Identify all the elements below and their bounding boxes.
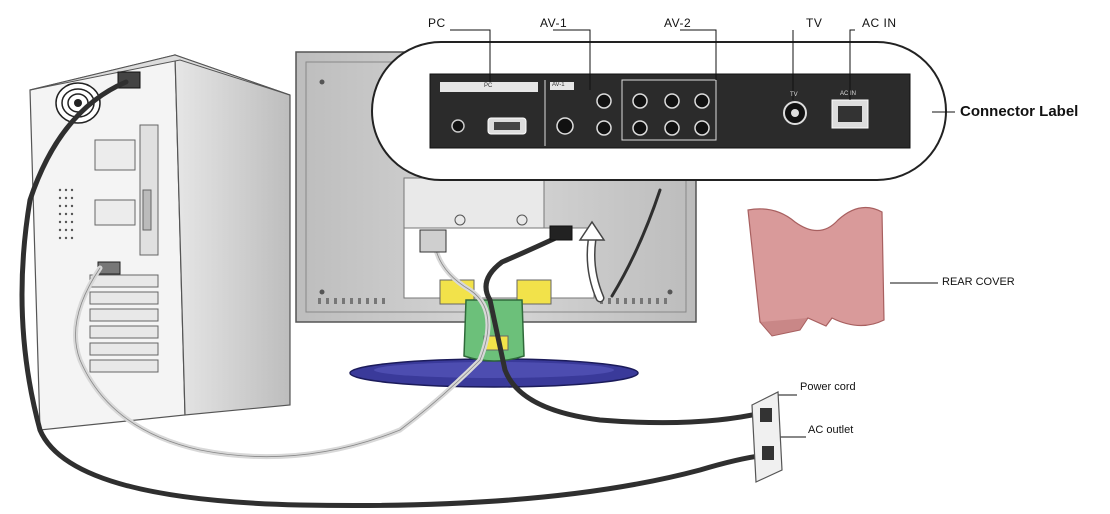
av1-audio-port-icon xyxy=(596,120,612,136)
svideo-port-icon xyxy=(556,117,574,135)
av1-video-port-icon xyxy=(596,93,612,109)
label-leaders xyxy=(450,29,955,438)
monitor-power-plug xyxy=(549,225,573,241)
label-pc: PC xyxy=(428,16,446,30)
panel-label-tv: TV xyxy=(790,92,798,98)
label-power-cord: Power cord xyxy=(800,381,856,393)
label-av1: AV-1 xyxy=(540,16,568,30)
label-connector-label: Connector Label xyxy=(960,103,1079,120)
label-av2: AV-2 xyxy=(664,16,692,30)
outlet-socket-top-icon xyxy=(760,408,772,422)
monitor-power-cord xyxy=(483,233,769,426)
panel-label-av1: AV-1 xyxy=(552,82,565,88)
cables xyxy=(19,79,769,509)
label-ac-outlet: AC outlet xyxy=(808,424,854,436)
panel-label-pc: PC xyxy=(484,83,493,89)
pc-audio-port-icon xyxy=(451,119,465,133)
up-arrow-icon xyxy=(578,220,606,241)
wall-outlet xyxy=(751,391,783,483)
connector-callout xyxy=(371,41,947,181)
rear-cover xyxy=(747,206,885,337)
label-ac-in: AC IN xyxy=(862,16,897,30)
vga-plug xyxy=(419,229,447,253)
outlet-socket-bottom-icon xyxy=(762,446,774,460)
label-rear-cover: REAR COVER xyxy=(942,276,1015,288)
tower-power-cord xyxy=(19,79,769,509)
pc-tower xyxy=(29,54,291,431)
panel-label-ac-in: AC IN xyxy=(840,91,857,97)
label-tv: TV xyxy=(806,16,823,30)
